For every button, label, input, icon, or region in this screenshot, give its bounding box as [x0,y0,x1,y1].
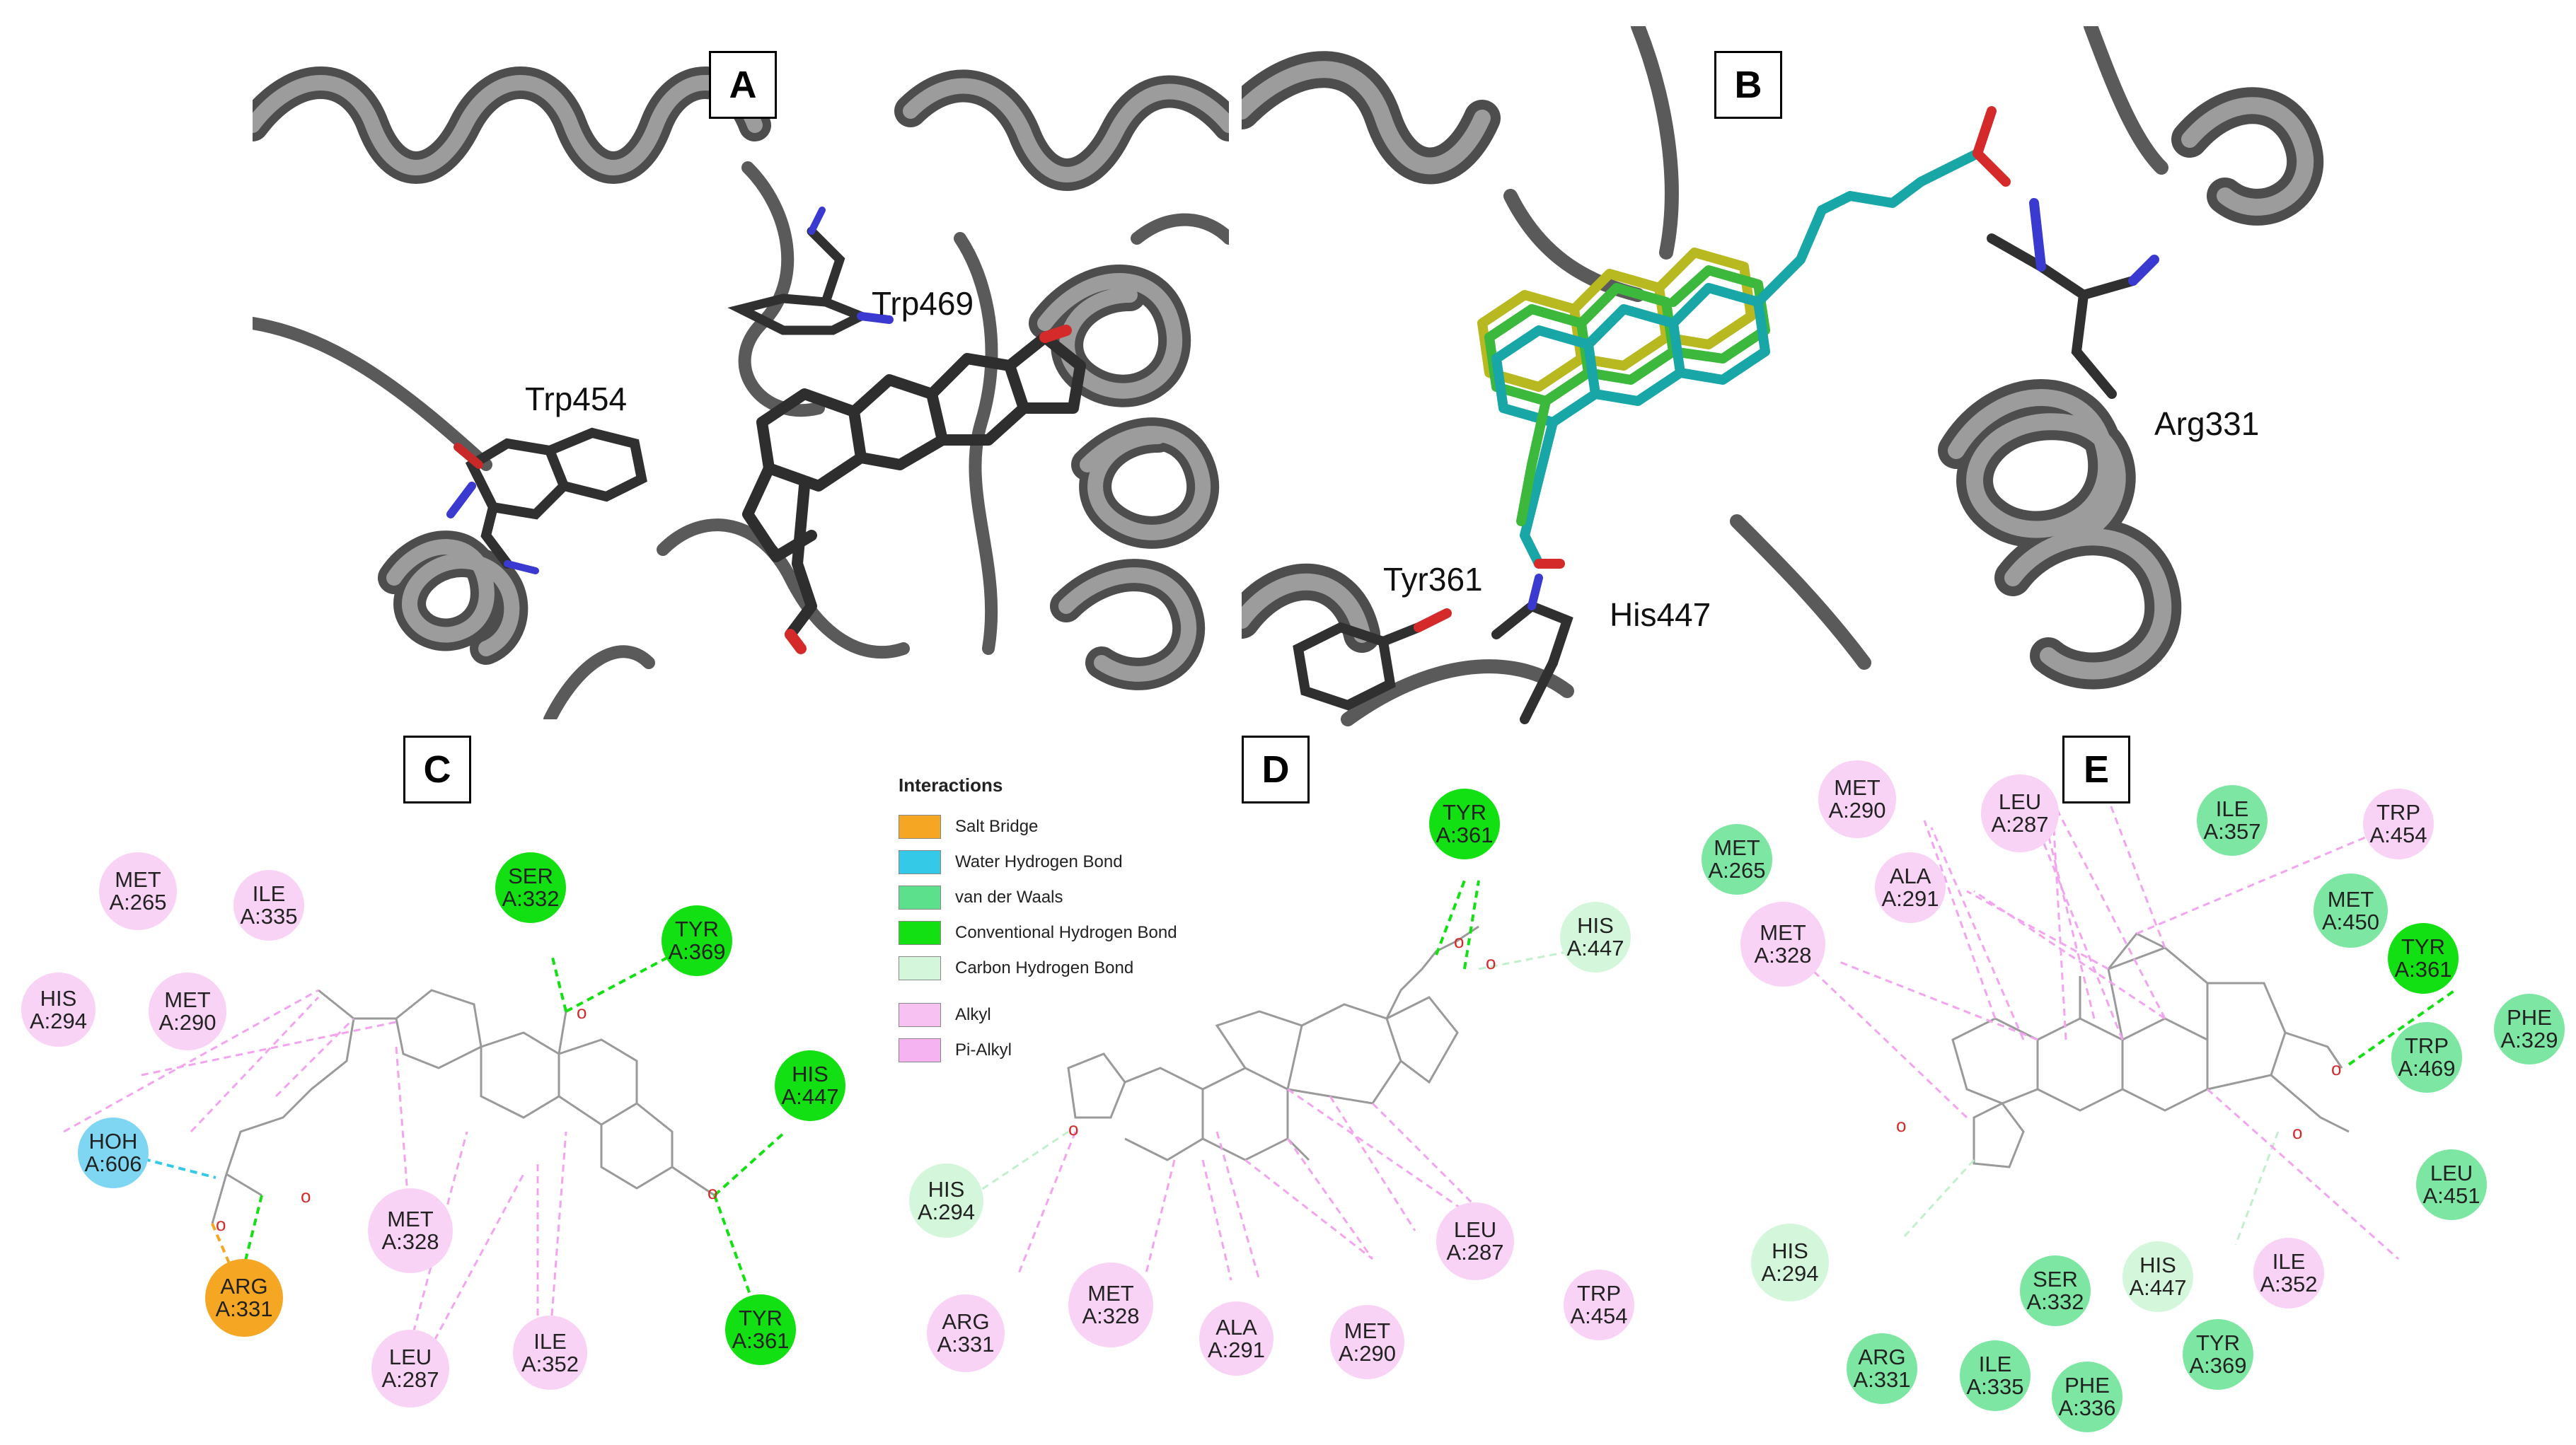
panel-e-ligand-art: o o o [1810,791,2456,1260]
panel-a-ribbon-art [253,66,1229,719]
panel-a-structure: A Trp469 Trp454 [253,26,1229,719]
panel-a-tag: A [709,51,777,119]
svg-text:o: o [707,1182,717,1203]
svg-text:o: o [216,1214,226,1235]
panel-d-ligand-art: o o o [961,880,1571,1281]
legend-item-alkyl: Alkyl [899,997,1231,1033]
svg-text:o: o [2292,1122,2302,1143]
tyr361-label: Tyr361 [1383,561,1483,598]
panel-e-tag: E [2062,736,2130,803]
his447-label: His447 [1610,596,1711,633]
arg331-label: Arg331 [2154,405,2260,442]
panel-b-structure: B Arg331 Tyr361 His447 [1242,26,2324,730]
legend-title: Interactions [899,774,1003,796]
legend-item-carbon-hbond: Carbon Hydrogen Bond [899,951,1231,986]
interactions-legend: Interactions Salt Bridge Water Hydrogen … [899,774,1231,1068]
legend-item-pi-alkyl: Pi-Alkyl [899,1033,1231,1068]
panel-c-tag: C [403,736,471,803]
legend-item-salt-bridge: Salt Bridge [899,809,1231,845]
panel-b-tag: B [1714,51,1782,119]
trp469-label: Trp469 [872,285,974,322]
svg-text:o: o [1068,1118,1078,1139]
svg-text:o: o [1454,931,1464,952]
trp454-label: Trp454 [525,381,628,417]
panel-d-tag: D [1242,736,1310,803]
svg-text:o: o [301,1185,311,1207]
svg-text:o: o [2331,1058,2341,1079]
svg-text:o: o [1486,952,1496,973]
legend-item-water-hbond: Water Hydrogen Bond [899,845,1231,880]
panel-b-ribbon-art [1242,26,2324,726]
legend-item-vdw: van der Waals [899,880,1231,915]
svg-text:o: o [1896,1115,1906,1136]
legend-item-conv-hbond: Conventional Hydrogen Bond [899,915,1231,951]
svg-text:o: o [577,1002,587,1023]
